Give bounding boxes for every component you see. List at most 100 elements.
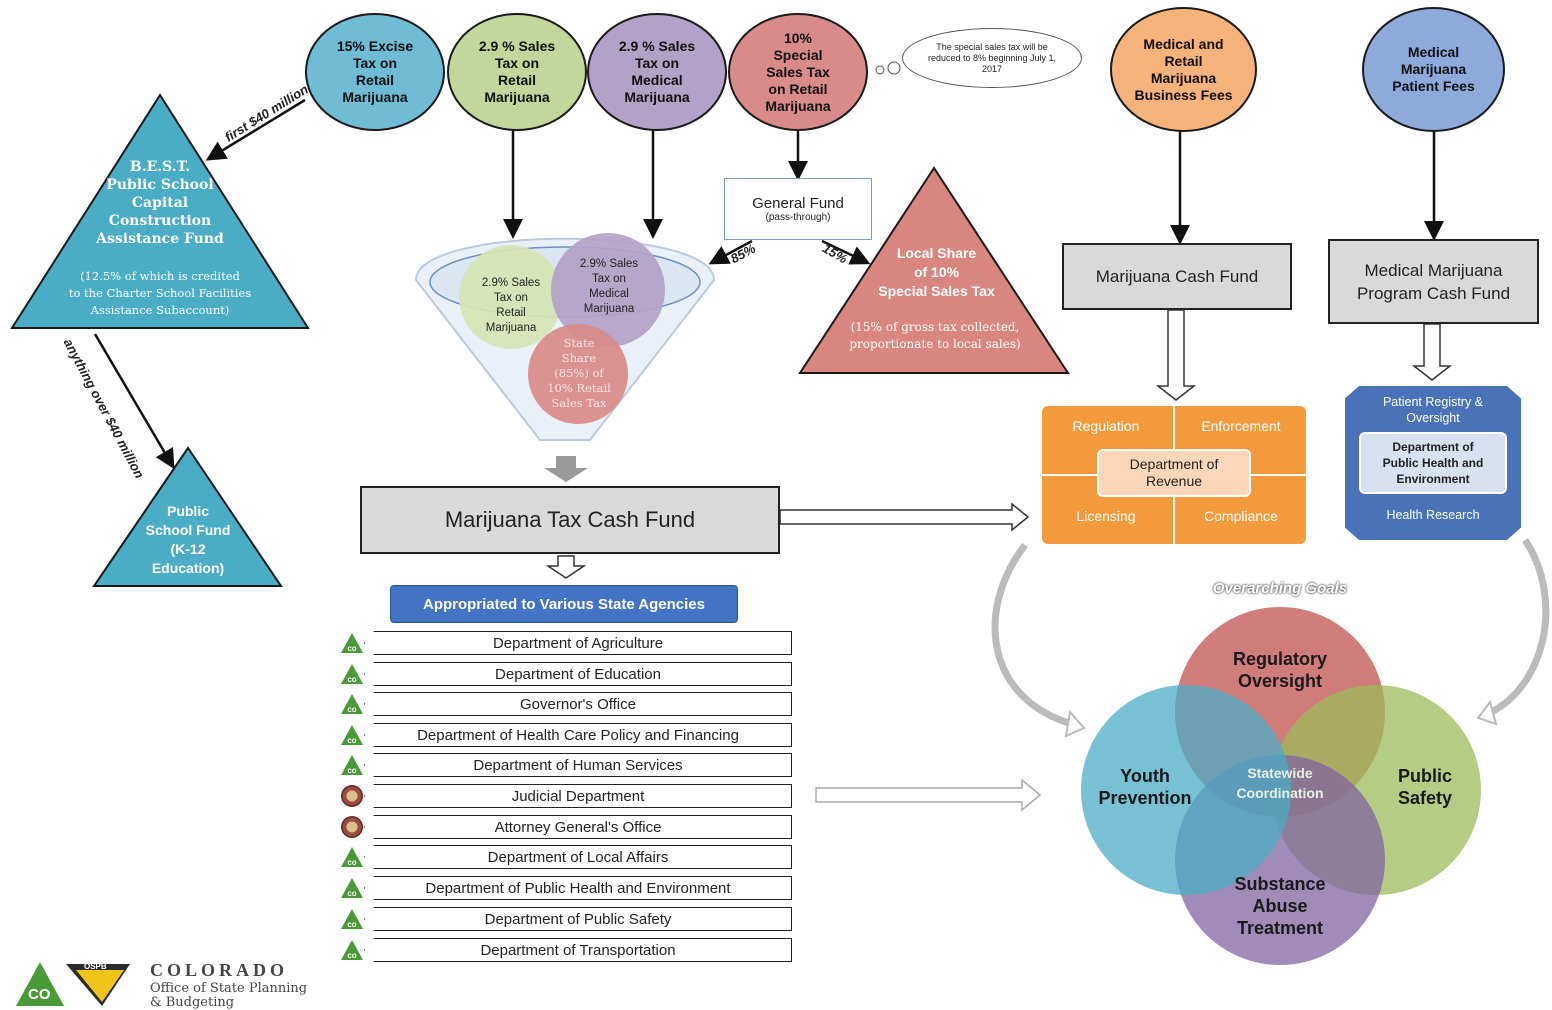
best-fund-triangle [10,93,310,329]
colorado-logo-icon: co [341,633,363,653]
agency-name: Attorney General's Office [364,815,792,839]
cdphe-registry-label: Patient Registry & Oversight [1382,395,1484,425]
agency-name: Department of Public Safety [364,907,792,931]
venn-center-label: Statewide Coordination [1236,765,1324,801]
logo-co-text: CO [28,986,51,1003]
local-share-title: Local Share of 10% Special Sales Tax [878,245,995,299]
general-fund-box: General Fund (pass-through) [724,178,872,240]
best-fund-title: B.E.S.T. Public School Capital Construct… [96,159,224,247]
hollow-arrow-agencies-to-goals [815,778,1042,812]
general-fund-title: General Fund [752,195,844,212]
revenue-compliance-label: Compliance [1204,508,1278,524]
svg-text:co: co [347,920,356,929]
agency-row: co Department of Transportation [340,938,792,962]
agency-name: Governor's Office [364,692,792,716]
funnel-medical-circle [551,233,665,347]
overarching-goals-title: Overarching Goals [1212,580,1348,597]
agency-name: Judicial Department [364,784,792,808]
special-sales-tax-circle: 10% Special Sales Tax on Retail Marijuan… [728,13,868,131]
cdphe-block: Patient Registry & Oversight Department … [1345,386,1521,540]
logo-state: COLORADO [150,960,289,980]
agency-name: Department of Education [364,662,792,686]
agency-row: co Department of Human Services [340,753,792,777]
svg-text:co: co [347,766,356,775]
colorado-logo-icon: co [341,847,363,867]
venn-youth [1081,685,1291,895]
revenue-enforcement-label: Enforcement [1201,418,1281,434]
funnel-state-share-circle [528,324,628,424]
funnel-retail-circle [459,245,563,349]
agency-row: co Department of Local Affairs [340,845,792,869]
svg-text:co: co [347,644,356,653]
venn-safety-label: Public Safety [1397,766,1453,808]
ospb-logo: CO OSPB COLORADO Office of State Plannin… [14,958,344,1010]
agency-row: co Department of Agriculture [340,631,792,655]
revenue-regulation-label: Regulation [1072,418,1140,434]
appropriated-agencies-header: Appropriated to Various State Agencies [390,585,738,623]
medical-sales-tax-circle: 2.9 % Sales Tax on Medical Marijuana [587,13,727,131]
cdphe-center: Department of Public Health and Environm… [1359,432,1507,494]
colorado-logo-icon: co [341,725,363,745]
svg-text:co: co [347,951,356,960]
local-share-note: (15% of gross tax collected, proportiona… [849,320,1021,351]
patient-fees-circle: Medical Marijuana Patient Fees [1362,7,1505,132]
marijuana-cash-fund-box: Marijuana Cash Fund [1062,243,1292,310]
agency-name: Department of Human Services [364,753,792,777]
agency-name: Department of Agriculture [364,631,792,655]
general-fund-subtitle: (pass-through) [765,212,831,223]
hollow-arrow-mtcf-to-revenue [779,502,1030,532]
hollow-arrow-cash-fund-to-revenue [1155,309,1197,401]
agency-row: co Department of Public Health and Envir… [340,876,792,900]
curved-arrow-left-head [1064,709,1086,738]
excise-tax-circle: 15% Excise Tax on Retail Marijuana [305,13,445,131]
funnel-state-share-label: State Share (85%) of 10% Retail Sales Ta… [547,336,611,410]
thought-dot-small [875,65,885,75]
agency-name: Department of Health Care Policy and Fin… [364,723,792,747]
funnel-retail-label: 2.9% Sales Tax on Retail Marijuana [481,277,541,334]
local-share-triangle [798,166,1070,374]
agency-name: Department of Public Health and Environm… [364,876,792,900]
curved-arrow-left [991,542,1076,729]
logo-office: Office of State Planning & Budgeting [150,981,308,1010]
venn-regulatory-label: Regulatory Oversight [1232,649,1328,691]
colorado-mountain-logo-icon [16,962,130,1006]
agency-row: Attorney General's Office [340,815,792,839]
logo-badge: OSPB [84,962,107,971]
funnel-medical-label: 2.9% Sales Tax on Medical Marijuana [579,258,639,315]
department-of-revenue-block: Regulation Enforcement Licensing Complia… [1042,406,1306,544]
medical-marijuana-program-fund-box: Medical Marijuana Program Cash Fund [1328,239,1539,324]
colorado-logo-icon: co [341,664,363,684]
hollow-arrow-program-fund-to-cdphe [1411,323,1453,381]
arrow-general-to-state [708,239,753,265]
agency-row: Judicial Department [340,784,792,808]
best-fund-note: (12.5% of which is credited to the Chart… [68,269,252,317]
hollow-arrow-mtcf-down [545,555,587,579]
curved-arrow-right-head [1476,699,1498,726]
state-seal-icon [341,785,363,807]
svg-text:co: co [347,675,356,684]
colorado-logo-icon: co [341,755,363,775]
colorado-logo-icon: co [341,909,363,929]
arrow-excise-to-best [205,98,306,161]
colorado-logo-icon: co [341,878,363,898]
marijuana-tax-cash-fund-box: Marijuana Tax Cash Fund [360,486,780,554]
agency-row: co Department of Health Care Policy and … [340,723,792,747]
revenue-licensing-label: Licensing [1076,508,1136,524]
svg-text:co: co [347,889,356,898]
agency-name: Department of Transportation [364,938,792,962]
colorado-logo-icon: co [341,940,363,960]
agency-name: Department of Local Affairs [364,845,792,869]
thought-dot-medium [887,61,901,75]
department-of-revenue-center: Department of Revenue [1097,449,1251,497]
thought-bubble: The special sales tax will be reduced to… [902,28,1082,88]
venn-substance-label: Substance Abuse Treatment [1234,874,1326,938]
agency-row: co Department of Public Safety [340,907,792,931]
state-seal-icon [341,816,363,838]
agency-row: co Governor's Office [340,692,792,716]
svg-text:co: co [347,705,356,714]
curved-arrow-right [1483,538,1550,719]
public-school-fund-triangle [92,446,283,587]
funnel-down-arrow [544,456,588,482]
svg-text:co: co [347,736,356,745]
